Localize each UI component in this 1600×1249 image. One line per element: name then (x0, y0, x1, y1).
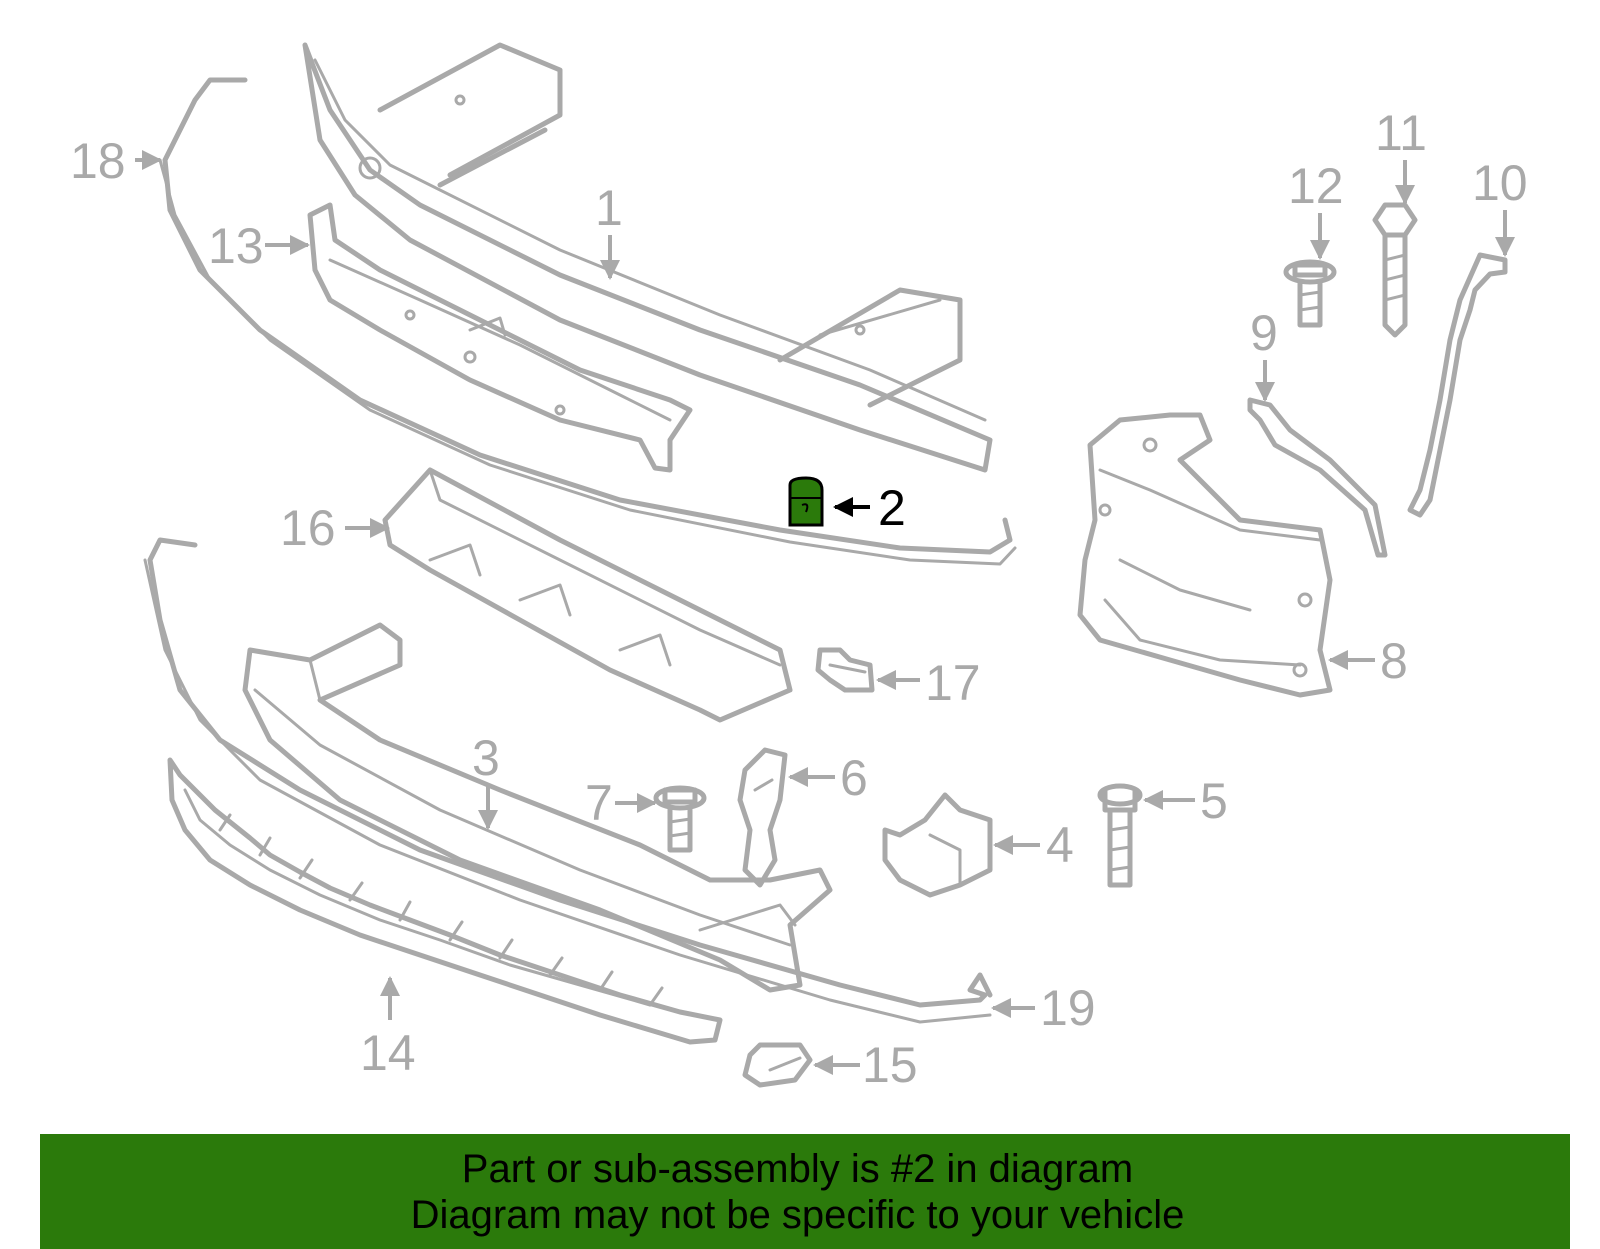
part-4-bracket (882, 792, 993, 898)
callout-1: 1 (595, 180, 623, 236)
part-10-wire-bracket (1407, 252, 1508, 518)
callout-12: 12 (1288, 158, 1344, 214)
part-16-deflector (382, 467, 793, 723)
callout-17: 17 (925, 655, 981, 711)
callout-3: 3 (472, 730, 500, 786)
part-3-lower-carrier (242, 622, 833, 993)
callout-6: 6 (840, 750, 868, 806)
callout-13: 13 (208, 218, 264, 274)
callout-9: 9 (1250, 305, 1278, 361)
part-11-bolt (1372, 202, 1418, 338)
banner-line-1: Part or sub-assembly is #2 in diagram (461, 1147, 1134, 1191)
callout-5: 5 (1200, 773, 1228, 829)
parts-diagram: 1 2 3 4 5 6 7 8 9 10 11 12 13 14 15 16 1… (70, 42, 1528, 1093)
callout-18: 18 (70, 133, 126, 189)
callout-14: 14 (360, 1025, 416, 1081)
callout-15: 15 (862, 1037, 918, 1093)
part-9-strip (1247, 397, 1388, 558)
part-7-screw (653, 785, 707, 853)
part-13-absorber (307, 202, 693, 473)
callout-4: 4 (1046, 817, 1074, 873)
part-8-support-bracket (1077, 412, 1333, 698)
part-2-clip-highlighted (788, 476, 824, 527)
part-12-screw (1283, 259, 1337, 328)
part-6-bracket (737, 747, 788, 888)
part-15-cover (742, 1042, 813, 1088)
callout-16: 16 (280, 500, 336, 556)
callout-19: 19 (1040, 980, 1096, 1036)
callout-7: 7 (585, 775, 613, 831)
part-14-lower-grille (167, 757, 723, 1045)
banner-line-2: Diagram may not be specific to your vehi… (410, 1193, 1185, 1237)
part-5-bolt (1097, 783, 1143, 888)
info-banner: Part or sub-assembly is #2 in diagram Di… (40, 1134, 1570, 1249)
part-1-bumper-beam (302, 42, 993, 473)
callout-11: 11 (1375, 105, 1427, 161)
part-19-lower-strip (143, 537, 993, 1024)
part-17-bracket (815, 647, 875, 693)
callout-arrows (135, 150, 1515, 1075)
part-18-upper-strip (158, 77, 1017, 566)
callout-labels: 1 2 3 4 5 6 7 8 9 10 11 12 13 14 15 16 1… (70, 105, 1528, 1093)
callout-10: 10 (1472, 155, 1528, 211)
callout-8: 8 (1380, 633, 1408, 689)
callout-2: 2 (878, 480, 906, 536)
